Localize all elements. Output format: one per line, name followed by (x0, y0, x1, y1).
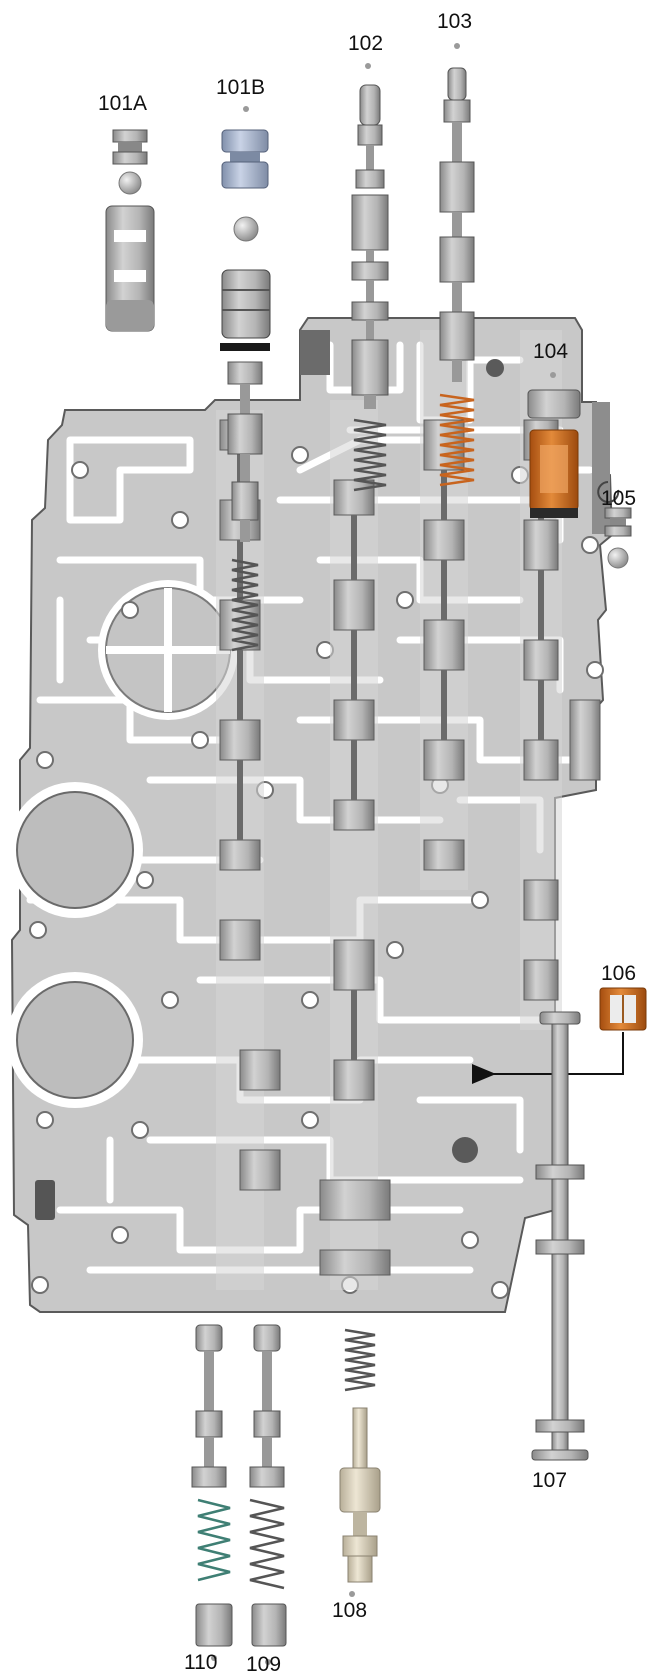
spring-101B (231, 558, 259, 652)
callout-101B: 101B (216, 76, 265, 99)
accumulator-cavities (7, 580, 238, 1108)
callout-104: 104 (533, 340, 568, 363)
leader-106 (472, 1032, 624, 1084)
callout-110: 110 (184, 1651, 217, 1673)
callout-107: 107 (532, 1469, 567, 1492)
part-107 (531, 1011, 589, 1461)
installed-spools (216, 330, 601, 1290)
callout-dots (211, 43, 556, 1665)
spring-102 (353, 418, 387, 492)
spring-108 (344, 1328, 376, 1392)
plug-110 (195, 1603, 233, 1647)
callout-101A: 101A (98, 92, 147, 115)
callout-102: 102 (348, 32, 383, 55)
part-108 (339, 1407, 381, 1583)
callout-103: 103 (437, 10, 472, 33)
plug-right (452, 1137, 478, 1163)
part-101A (105, 129, 155, 332)
part-104 (527, 389, 581, 518)
spring-109 (249, 1498, 285, 1590)
part-105 (597, 481, 632, 569)
part-106 (599, 987, 647, 1031)
callout-106: 106 (601, 962, 636, 985)
plug-109 (251, 1603, 287, 1647)
callout-109: 109 (246, 1653, 281, 1673)
part-101B (220, 129, 271, 542)
part-102 (351, 84, 389, 409)
callout-108: 108 (332, 1599, 367, 1622)
part-103 (439, 67, 475, 382)
plug-left (35, 1180, 55, 1220)
spring-103 (439, 393, 475, 487)
plug-top (486, 359, 504, 377)
callout-105: 105 (601, 487, 636, 510)
part-109 (249, 1324, 285, 1488)
valve-body-plate (7, 317, 614, 1313)
part-110 (191, 1324, 227, 1488)
spring-110 (197, 1498, 231, 1582)
